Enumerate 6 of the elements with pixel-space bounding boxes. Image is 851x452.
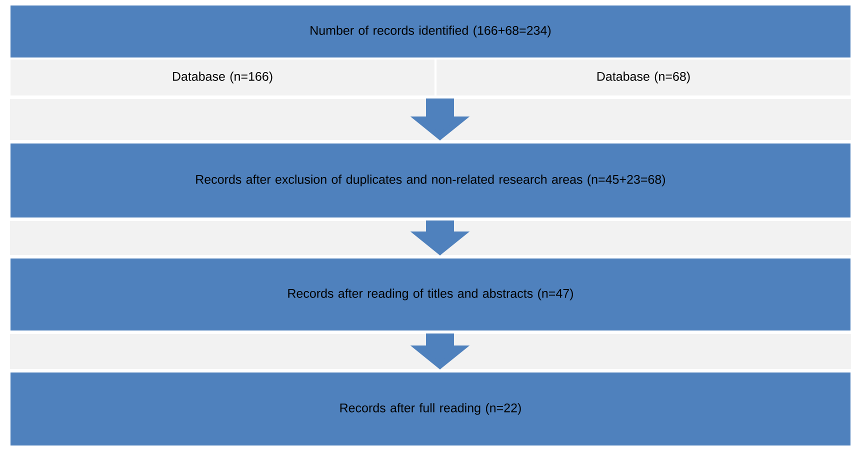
- process-box: Number of records identified (166+68=234): [10, 4, 851, 58]
- source-cell: Database (n=166): [10, 58, 436, 96]
- process-box: Records after reading of titles and abstracts (n=47): [10, 257, 851, 332]
- process-box: Records after full reading (n=22): [10, 371, 851, 446]
- source-cell: Database (n=68): [436, 58, 851, 96]
- process-box: Records after exclusion of duplicates and non-related research areas (n=45+23=68): [10, 142, 851, 218]
